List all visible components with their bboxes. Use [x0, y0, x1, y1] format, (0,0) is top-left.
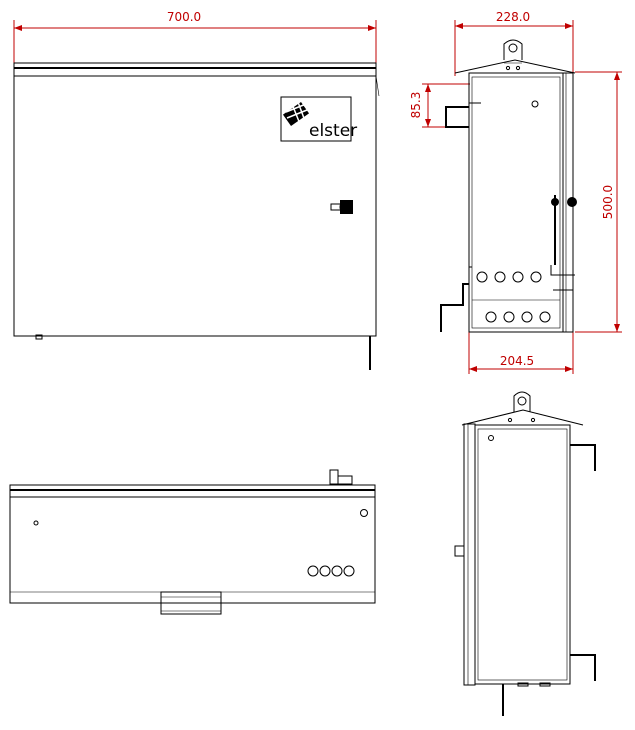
elster-logo: elster — [280, 96, 357, 142]
cabinet-side-body — [468, 72, 564, 333]
cabinet-bottom-outline — [9, 484, 376, 604]
front-view: 700.0 elster — [13, 10, 380, 370]
logo-brand: elster — [309, 121, 357, 141]
dimension-width-front: 700.0 — [13, 10, 377, 70]
dimension-depth-body: 204.5 — [468, 330, 574, 374]
dimension-label: 228.0 — [496, 10, 530, 24]
dimension-label: 700.0 — [167, 10, 201, 24]
cable-glands-lower — [485, 311, 551, 323]
cabinet-rear-body — [474, 424, 571, 685]
cable-glands-upper — [476, 271, 542, 283]
cabinet-front-outline — [13, 62, 377, 337]
dimension-label: 204.5 — [500, 354, 534, 368]
dimension-bracket-offset: 85.3 — [409, 83, 470, 128]
cable-glands-bottom — [307, 565, 355, 577]
side-view: 228.0 85.3 500.0 204.5 — [409, 10, 622, 374]
dimension-height: 500.0 — [575, 71, 622, 333]
dimension-label: 500.0 — [601, 185, 615, 219]
rear-side-view — [454, 391, 596, 716]
bottom-view — [9, 469, 376, 615]
dimension-label: 85.3 — [409, 92, 423, 119]
dimension-depth-overall: 228.0 — [454, 10, 574, 76]
door-handle-icon — [330, 200, 353, 214]
logo-mark-icon — [282, 101, 310, 127]
